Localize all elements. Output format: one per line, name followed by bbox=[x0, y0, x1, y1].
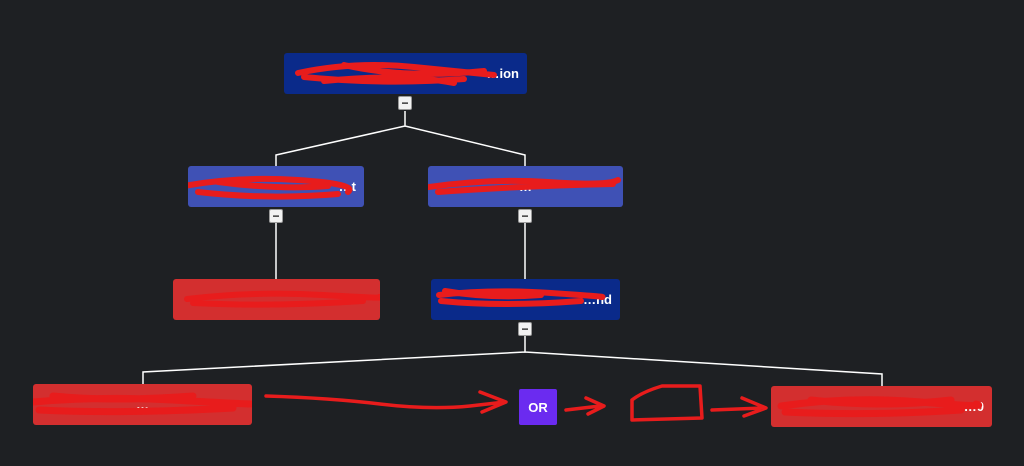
collapse-toggle-root[interactable]: − bbox=[398, 96, 412, 110]
connector-mid bbox=[142, 336, 883, 386]
left-leaf-label: … bbox=[270, 292, 283, 307]
bottom-left-label: … bbox=[136, 397, 149, 412]
left-child-label: …t bbox=[338, 179, 356, 194]
or-label-box: OR bbox=[519, 389, 557, 425]
or-label: OR bbox=[528, 399, 548, 415]
annotation-arrow-1 bbox=[264, 390, 508, 414]
root-node-label: …ion bbox=[486, 66, 520, 81]
annotation-arrow-3 bbox=[710, 396, 768, 418]
right-mid-label: …nd bbox=[583, 292, 612, 307]
collapse-toggle-right[interactable]: − bbox=[518, 209, 532, 223]
bottom-right-label: …0 bbox=[963, 399, 984, 414]
collapse-toggle-mid[interactable]: − bbox=[518, 322, 532, 336]
collapse-toggle-left[interactable]: − bbox=[269, 209, 283, 223]
connector-root bbox=[275, 111, 526, 166]
right-child-label: … bbox=[519, 179, 532, 194]
annotation-arrow-2 bbox=[564, 396, 606, 416]
annotation-empty-box bbox=[630, 384, 704, 422]
